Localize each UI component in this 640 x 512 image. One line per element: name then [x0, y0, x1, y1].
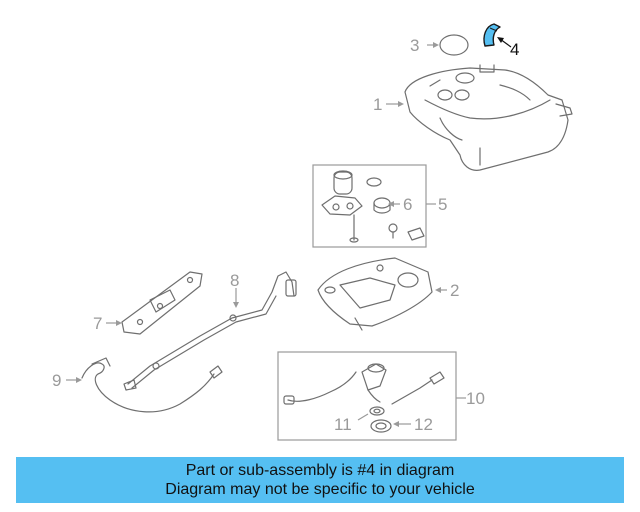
callout-9: 9	[52, 371, 61, 390]
leader-8-arrow	[233, 302, 239, 308]
callout-12: 12	[414, 415, 433, 434]
part-5-pump-assembly[interactable]	[321, 170, 425, 243]
part-1-tank[interactable]	[404, 64, 573, 171]
leader-4-arrow	[497, 37, 504, 43]
callout-1: 1	[373, 95, 382, 114]
leader-7-arrow	[116, 320, 122, 326]
part-10-sensor-assembly[interactable]	[283, 363, 445, 405]
notice-line-1: Part or sub-assembly is #4 in diagram	[185, 462, 455, 479]
callout-3: 3	[410, 36, 419, 55]
notice-line-2: Diagram may not be specific to your vehi…	[165, 481, 475, 498]
callout-6: 6	[403, 195, 412, 214]
leader-9-arrow	[76, 377, 82, 383]
assembly-box-10	[277, 351, 457, 441]
callout-11: 11	[334, 415, 352, 434]
leader-1-arrow	[398, 101, 404, 107]
part-7-plate[interactable]	[121, 271, 203, 335]
callout-7: 7	[93, 314, 102, 333]
part-2-bracket[interactable]	[317, 257, 433, 331]
callout-4: 4	[510, 40, 519, 59]
part-9-harness[interactable]	[81, 357, 223, 413]
part-11-washer[interactable]	[369, 406, 385, 416]
part-4-hose[interactable]	[483, 23, 501, 47]
part-6-grommet[interactable]	[373, 197, 391, 214]
callout-10: 10	[466, 389, 485, 408]
assembly-box-5	[312, 164, 427, 248]
part-12-seal[interactable]	[370, 419, 392, 433]
leader-12-arrow	[393, 421, 399, 427]
callout-2: 2	[450, 281, 459, 300]
callout-5: 5	[438, 195, 447, 214]
callout-8: 8	[230, 271, 239, 290]
part-8-tube[interactable]	[123, 271, 297, 391]
leader-11	[357, 413, 369, 421]
leader-6-arrow	[388, 201, 394, 207]
parts-diagram: 3 4 1 6	[52, 23, 573, 441]
leader-2-arrow	[435, 287, 441, 293]
leader-3-arrow	[433, 42, 439, 48]
part-3-oring[interactable]	[439, 34, 469, 56]
notice-banner: Part or sub-assembly is #4 in diagram Di…	[16, 457, 624, 503]
